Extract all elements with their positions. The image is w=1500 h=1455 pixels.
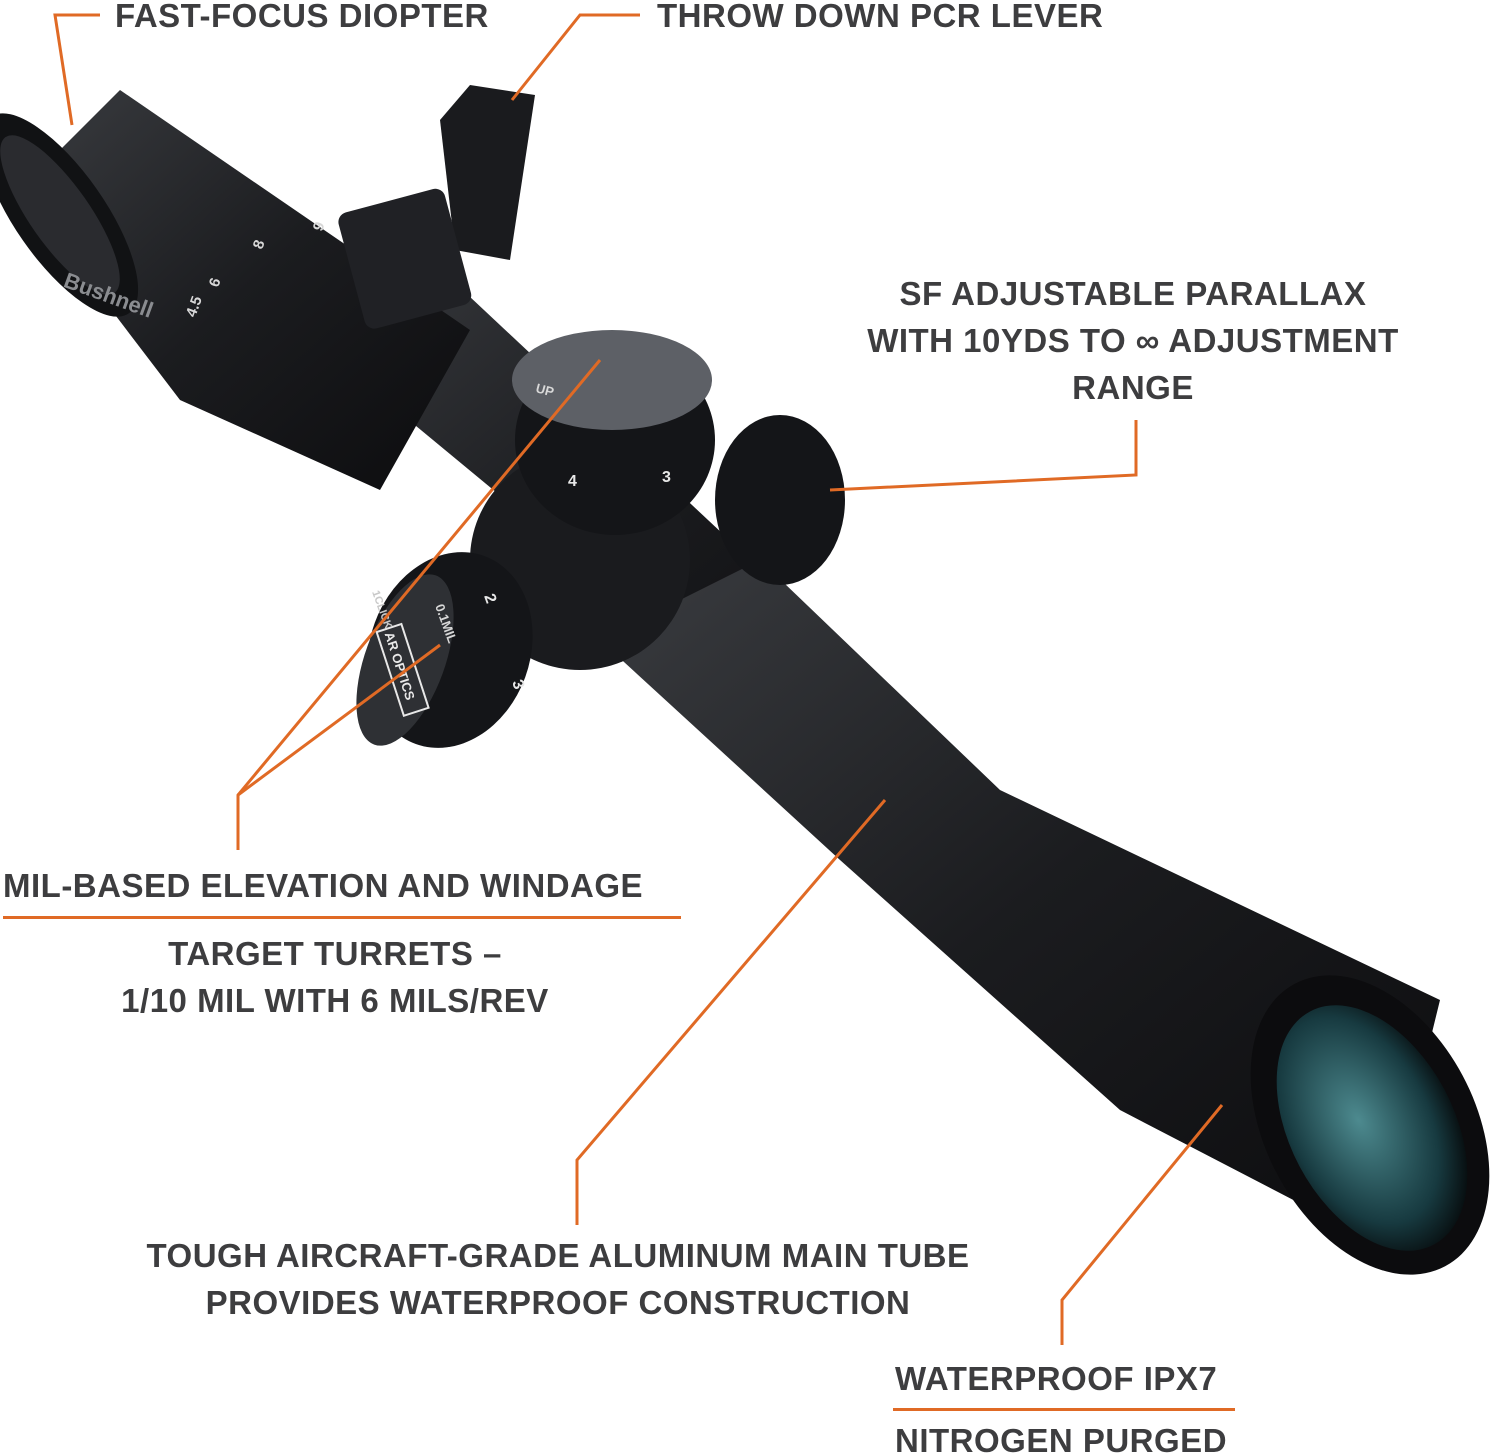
eyepiece [20,90,470,490]
parallax-line-2: WITH 10YDS TO ∞ ADJUSTMENT [867,322,1399,359]
turrets-detail-line-1: TARGET TURRETS – [168,935,502,972]
callout-parallax: SF ADJUSTABLE PARALLAX WITH 10YDS TO ∞ A… [833,270,1433,411]
parallax-line-3: RANGE [1072,369,1194,406]
leader-lines [53,13,1224,1345]
turrets-divider [3,916,681,919]
callout-main-tube: TOUGH AIRCRAFT-GRADE ALUMINUM MAIN TUBE … [108,1232,1008,1326]
callout-waterproof: WATERPROOF IPX7 [895,1360,1218,1397]
objective-bell [600,560,1440,1245]
tube-line-1: TOUGH AIRCRAFT-GRADE ALUMINUM MAIN TUBE [146,1237,970,1274]
pcr-lever [440,85,535,260]
parallax-line-1: SF ADJUSTABLE PARALLAX [899,275,1367,312]
mag-mark-4-5: 4.5 [183,294,206,319]
tube-line-2: PROVIDES WATERPROOF CONSTRUCTION [205,1284,911,1321]
callout-pcr-lever: THROW DOWN PCR LEVER [657,0,1104,34]
turrets-detail-line-2: 1/10 MIL WITH 6 MILS/REV [121,982,549,1019]
callout-turrets-detail: TARGET TURRETS – 1/10 MIL WITH 6 MILS/RE… [35,930,635,1024]
callout-turrets-title: MIL-BASED ELEVATION AND WINDAGE [3,867,644,904]
waterproof-divider [893,1408,1235,1411]
turret-mark-up: UP [534,380,556,399]
callout-nitrogen: NITROGEN PURGED [895,1422,1228,1455]
turret-mark-3-elevation: 3 [662,469,671,486]
callout-diopter: FAST-FOCUS DIOPTER [115,0,489,34]
parallax-turret [715,415,845,585]
turret-mark-4: 4 [568,473,577,490]
